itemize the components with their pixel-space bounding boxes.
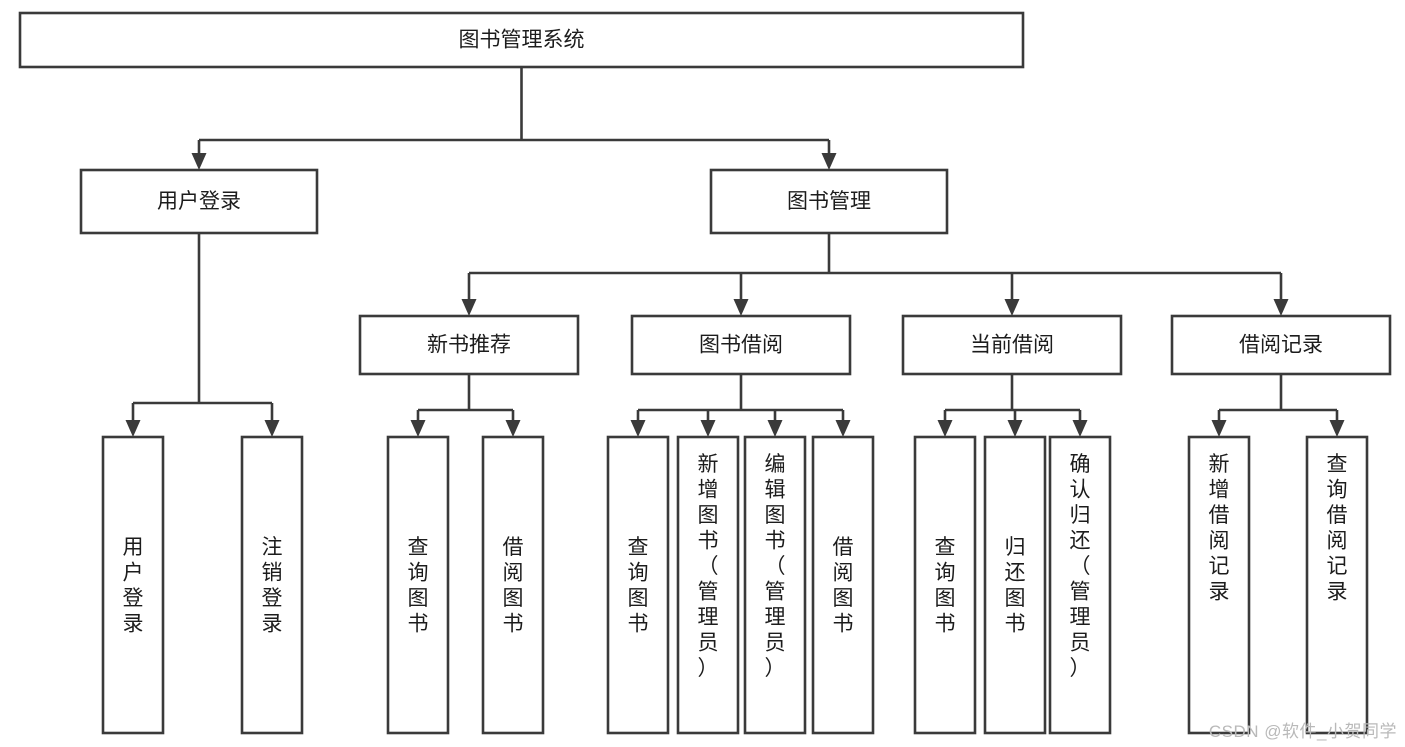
arrow-head-icon <box>461 299 477 316</box>
connector-layer <box>125 67 1345 437</box>
node-box <box>630 314 852 376</box>
arrow-head-icon <box>410 420 426 437</box>
node-box <box>18 11 1025 69</box>
node-label: 查询图书 <box>935 536 956 636</box>
node-leaf-add-book[interactable]: 新增图书（管理员） <box>676 435 740 735</box>
node-book-borrow[interactable]: 图书借阅 <box>630 314 852 376</box>
node-label: 注销登录 <box>262 536 283 636</box>
arrow-head-icon <box>1273 299 1289 316</box>
node-label: 确认归还（管理员） <box>1070 453 1091 680</box>
node-label: 借阅记录 <box>1239 334 1323 357</box>
node-box <box>101 435 165 735</box>
node-label: 新增借阅记录 <box>1209 453 1230 604</box>
node-leaf-confirm-return[interactable]: 确认归还（管理员） <box>1048 435 1112 735</box>
node-borrow-record[interactable]: 借阅记录 <box>1170 314 1392 376</box>
node-box <box>1305 435 1369 735</box>
arrow-head-icon <box>1329 420 1345 437</box>
node-book-manage[interactable]: 图书管理 <box>709 168 949 235</box>
node-box <box>240 435 304 735</box>
arrow-head-icon <box>125 420 141 437</box>
node-leaf-return-book[interactable]: 归还图书 <box>983 435 1047 735</box>
arrow-head-icon <box>264 420 280 437</box>
arrow-head-icon <box>1007 420 1023 437</box>
arrow-head-icon <box>630 420 646 437</box>
node-box <box>913 435 977 735</box>
node-box <box>983 435 1047 735</box>
node-label: 查询借阅记录 <box>1327 453 1348 604</box>
node-layer: 图书管理系统用户登录图书管理新书推荐图书借阅当前借阅借阅记录用户登录注销登录查询… <box>18 11 1392 735</box>
node-leaf-query-record[interactable]: 查询借阅记录 <box>1305 435 1369 735</box>
watermark-label: CSDN @软件_小贺同学 <box>1208 722 1397 741</box>
node-label: 当前借阅 <box>970 334 1054 357</box>
node-leaf-logout[interactable]: 注销登录 <box>240 435 304 735</box>
node-box <box>676 435 740 735</box>
node-label: 新书推荐 <box>427 334 511 357</box>
arrow-head-icon <box>835 420 851 437</box>
node-root[interactable]: 图书管理系统 <box>18 11 1025 69</box>
node-label: 查询图书 <box>628 536 649 636</box>
node-box <box>358 314 580 376</box>
node-leaf-query-book-borrow[interactable]: 查询图书 <box>606 435 670 735</box>
node-box <box>901 314 1123 376</box>
node-box <box>1170 314 1392 376</box>
node-label: 图书管理 <box>787 190 871 213</box>
node-label: 用户登录 <box>123 536 144 636</box>
node-label: 用户登录 <box>157 190 241 213</box>
node-leaf-borrow-book[interactable]: 借阅图书 <box>811 435 875 735</box>
node-leaf-edit-book[interactable]: 编辑图书（管理员） <box>743 435 807 735</box>
node-leaf-query-book-rec[interactable]: 查询图书 <box>386 435 450 735</box>
node-box <box>811 435 875 735</box>
arrow-head-icon <box>767 420 783 437</box>
node-label: 图书借阅 <box>699 334 783 357</box>
node-user-login[interactable]: 用户登录 <box>79 168 319 235</box>
node-leaf-borrow-book-rec[interactable]: 借阅图书 <box>481 435 545 735</box>
node-box <box>709 168 949 235</box>
arrow-head-icon <box>733 299 749 316</box>
node-leaf-query-book-current[interactable]: 查询图书 <box>913 435 977 735</box>
node-box <box>1187 435 1251 735</box>
node-box <box>386 435 450 735</box>
arrow-head-icon <box>700 420 716 437</box>
node-current-borrow[interactable]: 当前借阅 <box>901 314 1123 376</box>
node-leaf-user-login[interactable]: 用户登录 <box>101 435 165 735</box>
node-label: 借阅图书 <box>833 536 854 636</box>
node-leaf-add-record[interactable]: 新增借阅记录 <box>1187 435 1251 735</box>
node-box <box>606 435 670 735</box>
node-new-book-rec[interactable]: 新书推荐 <box>358 314 580 376</box>
arrow-head-icon <box>505 420 521 437</box>
arrow-head-icon <box>1004 299 1020 316</box>
arrow-head-icon <box>191 153 207 170</box>
node-label: 新增图书（管理员） <box>698 453 719 680</box>
arrow-head-icon <box>821 153 837 170</box>
node-box <box>79 168 319 235</box>
node-label: 借阅图书 <box>503 536 524 636</box>
node-label: 编辑图书（管理员） <box>765 453 786 680</box>
node-label: 查询图书 <box>408 536 429 636</box>
arrow-head-icon <box>937 420 953 437</box>
node-box <box>743 435 807 735</box>
arrow-head-icon <box>1072 420 1088 437</box>
arrow-head-icon <box>1211 420 1227 437</box>
node-box <box>481 435 545 735</box>
node-box <box>1048 435 1112 735</box>
node-label: 归还图书 <box>1005 536 1026 636</box>
node-label: 图书管理系统 <box>459 29 585 52</box>
